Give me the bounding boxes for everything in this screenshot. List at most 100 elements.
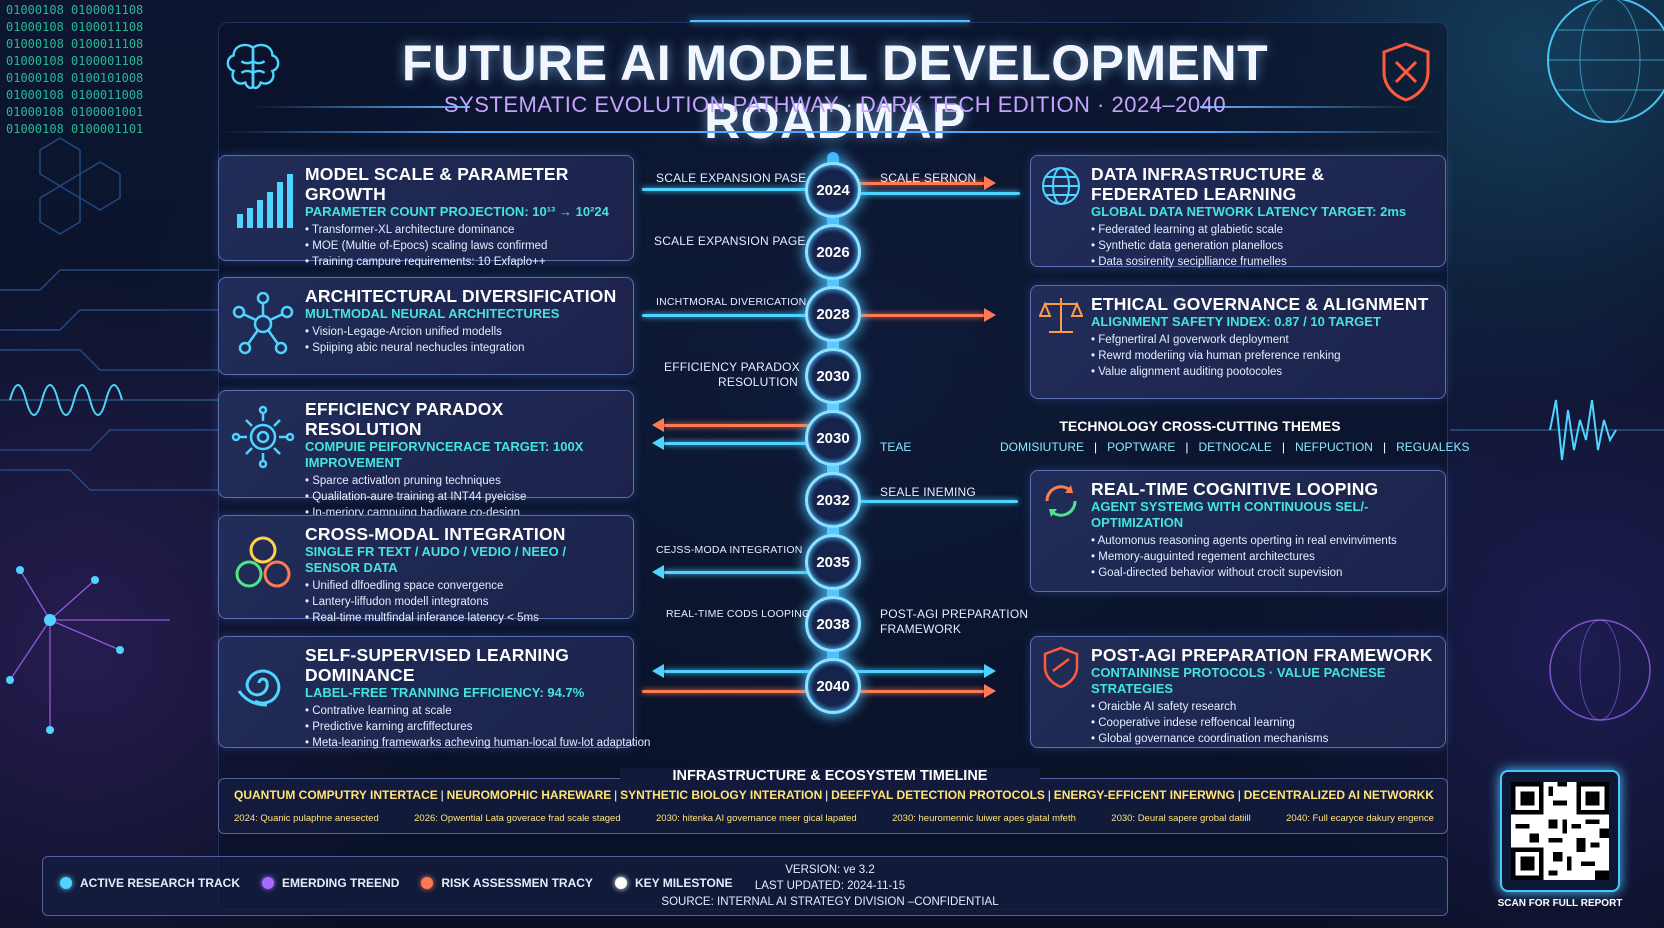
legend-dot — [262, 877, 275, 889]
connector-line — [664, 571, 814, 574]
themes-list: DOMISIUTURE| POPTWARE| DETNOCALE| NEFPUC… — [1000, 440, 1469, 454]
qr-code[interactable] — [1500, 770, 1620, 892]
card-subtitle: ALIGNMENT SAFETY INDEX: 0.87 / 10 TARGET — [1091, 314, 1381, 329]
timeline-label: POST-AGI PREPARATION — [880, 607, 1029, 621]
timeline-label: RESOLUTION — [718, 375, 799, 389]
connector-line — [664, 670, 814, 673]
card-title: POST-AGI PREPARATION FRAMEWORK — [1091, 645, 1433, 665]
card-subtitle: PARAMETER COUNT PROJECTION: 10¹³ → 10²24 — [305, 204, 609, 219]
themes-lead: TEAE — [880, 440, 912, 454]
legend: ACTIVE RESEARCH TRACK EMERDING TREEND RI… — [60, 876, 733, 890]
shield-icon — [1043, 646, 1079, 689]
card-bullet: Unified dlfoedling space convergence — [305, 578, 623, 594]
legend-label: RISK ASSESSMEN TRACY — [441, 876, 593, 890]
legend-dot — [60, 877, 72, 889]
milestone-node[interactable]: 2032 — [805, 472, 861, 528]
brain-icon — [226, 43, 280, 90]
card-bullet: Contrative learning at scale — [305, 703, 623, 719]
infra-event: 2026: Opwential Lata goverace frad scale… — [414, 813, 621, 824]
card-subtitle: AGENT SYSTEMG WITH CONTINUOUS SEL/-OPTIM… — [1091, 499, 1369, 530]
card-bullet: Spiiping abic neural nechucles integrati… — [305, 340, 623, 356]
card-subtitle: COMPUIE PEIFORVNCERACE TARGET: 100X IMPR… — [305, 439, 584, 470]
infra-event: 2030: hitenka AI governance meer gical l… — [656, 813, 857, 824]
card-title: DATA INFRASTRUCTURE & FEDERATED LEARNING — [1091, 164, 1325, 204]
card-title: SELF-SUPERVISED LEARNING DOMINANCE — [305, 645, 570, 685]
separator: | — [614, 788, 618, 802]
infra-item: DEEFFYAL DETECTION PROTOCOLS — [831, 788, 1045, 802]
header-divider — [218, 131, 1448, 133]
card-bullet: Rewrd moderiing via human preference ren… — [1091, 348, 1435, 364]
theme-item: REGUALEKS — [1396, 440, 1470, 454]
card-subtitle: CONTAININSE PROTOCOLS · VALUE PACNESE ST… — [1091, 665, 1386, 696]
milestone-node[interactable]: 2040 — [805, 658, 861, 714]
card-bullet: Global governance coordination mechanism… — [1091, 731, 1435, 747]
connector-line — [664, 442, 814, 445]
neural-burst-decoration-right — [1549, 619, 1651, 721]
globe-decoration-right — [1547, 0, 1664, 123]
binary-code-decoration: 01000108 0100001108 01000108 0100011108 … — [6, 3, 144, 136]
separator: | — [1281, 440, 1285, 454]
milestone-node[interactable]: 2035 — [805, 534, 861, 590]
page-title: FUTURE AI MODEL DEVELOPMENT ROADMAP — [401, 35, 1269, 149]
network-nodes-icon — [232, 292, 294, 355]
card-title: ARCHITECTURAL DIVERSIFICATION — [305, 286, 617, 306]
legend-dot — [614, 877, 627, 889]
timeline-label: FRAMEWORK — [880, 622, 962, 636]
card-title: REAL-TIME COGNITIVE LOOPING — [1091, 479, 1379, 499]
card-bullet: Meta-leaning framewarks acheving human-l… — [305, 735, 650, 751]
separator: | — [1185, 440, 1189, 454]
theme-item: NEFPUCTION — [1294, 440, 1373, 454]
card-cross-modal[interactable]: CROSS-MODAL INTEGRATION SINGLE FR TEXT /… — [218, 515, 634, 624]
themes-title: TECHNOLOGY CROSS-CUTTING THEMES — [1059, 418, 1341, 434]
card-real-time-cognitive[interactable]: REAL-TIME COGNITIVE LOOPING AGENT SYSTEM… — [1030, 470, 1446, 592]
qr-caption: SCAN FOR FULL REPORT — [1497, 898, 1623, 909]
timeline-label: EFFICIENCY PARADOX — [664, 360, 800, 374]
arrow-left-icon — [652, 565, 664, 579]
card-post-agi[interactable]: POST-AGI PREPARATION FRAMEWORK CONTAININ… — [1030, 636, 1446, 748]
milestone-node[interactable]: 2028 — [805, 286, 861, 342]
card-data-infrastructure[interactable]: DATA INFRASTRUCTURE & FEDERATED LEARNING… — [1030, 155, 1446, 268]
timeline-label: SCALE EXPANSION PASE — [656, 171, 807, 185]
card-bullet: Training campure requirements: 10 Exfapl… — [305, 254, 623, 270]
timeline-label: REAL-TIME CODS LOOPING — [666, 608, 811, 620]
legend-panel — [42, 856, 1448, 916]
infrastructure-panel — [218, 778, 1448, 834]
connector-line — [848, 670, 984, 673]
document-meta: VERSION: ve 3.2 LAST UPDATED: 2024-11-15… — [640, 862, 1020, 910]
connector-line — [848, 690, 984, 693]
infra-item: ENERGY-EFFICENT INFERWNG — [1053, 788, 1235, 802]
connector-line — [848, 500, 1018, 503]
card-model-scale[interactable]: MODEL SCALE & PARAMETER GROWTH PARAMETER… — [218, 155, 634, 268]
milestone-node[interactable]: 2024 — [805, 162, 861, 218]
neural-burst-decoration-left — [6, 566, 170, 734]
milestone-node[interactable]: 2030 — [805, 410, 861, 466]
arrow-right-icon — [984, 684, 996, 698]
card-bullet: Value alignment auditing pootocoles — [1091, 364, 1435, 380]
connector-line — [642, 314, 822, 317]
infra-item: NEUROMOPHIC HAREWARE — [446, 788, 612, 802]
qr-code-icon — [1511, 782, 1609, 880]
bar-chart-icon — [237, 174, 293, 228]
connector-line — [642, 188, 822, 191]
milestone-node[interactable]: 2026 — [805, 224, 861, 280]
card-bullet: Memory-auguinted regement architectures — [1091, 549, 1435, 565]
card-architectural-diversification[interactable]: ARCHITECTURAL DIVERSIFICATION MULTMODAL … — [218, 277, 634, 375]
top-accent-line — [690, 20, 970, 22]
timeline-label: INCHTMORAL DIVERICATION — [656, 296, 807, 308]
card-bullet: MOE (Multie of-Epocs) scaling laws confi… — [305, 238, 623, 254]
card-bullet: Predictive karning arcfiffectures — [305, 719, 623, 735]
card-self-supervised[interactable]: SELF-SUPERVISED LEARNING DOMINANCE LABEL… — [218, 636, 650, 751]
card-efficiency-paradox[interactable]: EFFICIENCY PARADOX RESOLUTION COMPUIE PE… — [218, 390, 634, 519]
legend-item: EMERDING TREEND — [262, 876, 399, 890]
timeline-label: SEALE INEMING — [880, 485, 976, 499]
connector-line — [642, 690, 814, 693]
theme-item: DETNOCALE — [1198, 440, 1272, 454]
card-bullet: Real-time multfindal inferance latency <… — [305, 610, 623, 626]
spiral-icon — [237, 669, 281, 707]
card-ethical-governance[interactable]: ETHICAL GOVERNANCE & ALIGNMENT ALIGNMENT… — [1030, 285, 1446, 399]
arrow-left-icon — [652, 418, 664, 432]
separator: | — [440, 788, 444, 802]
milestone-node[interactable]: 2030 — [805, 348, 861, 404]
milestone-node[interactable]: 2038 — [805, 596, 861, 652]
timeline-label: CEJSS-MODA INTEGRATION — [656, 544, 803, 556]
